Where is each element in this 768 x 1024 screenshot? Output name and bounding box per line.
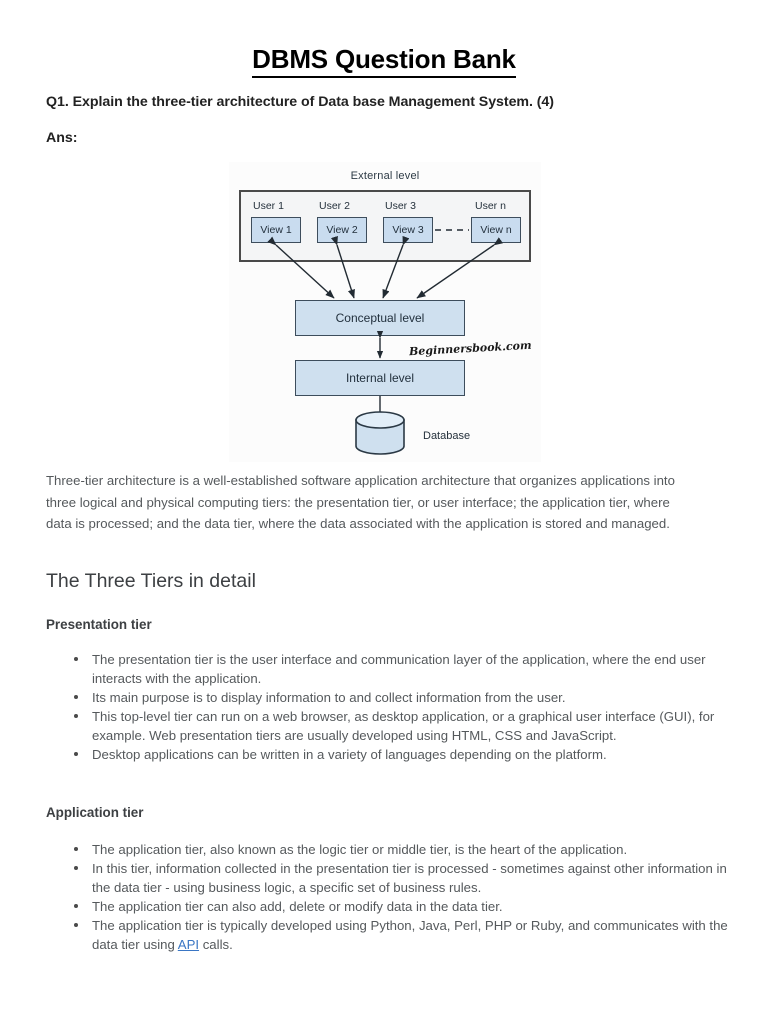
list-item-with-link: The application tier is typically develo… [70, 916, 730, 954]
architecture-figure: External level User 1 User 2 User 3 User… [229, 162, 541, 462]
api-link[interactable]: API [177, 937, 200, 952]
page-title: DBMS Question Bank [46, 44, 722, 78]
view-box-n: View n [471, 217, 521, 243]
answer-label: Ans: [46, 130, 78, 146]
database-label: Database [423, 430, 471, 442]
user-label-2: User 2 [319, 200, 350, 212]
section-heading: The Three Tiers in detail [46, 570, 256, 592]
bullet-text-prefix: The application tier is typically develo… [92, 918, 728, 952]
subheading-presentation-tier: Presentation tier [46, 617, 152, 632]
view-box-3: View 3 [383, 217, 433, 243]
list-item: Its main purpose is to display informati… [70, 688, 730, 707]
page-title-text: DBMS Question Bank [252, 44, 516, 78]
figure-watermark: Beginnersbook.com [408, 338, 532, 359]
figure-external-level-caption: External level [350, 170, 420, 182]
list-item: The application tier can also add, delet… [70, 897, 730, 916]
bullet-text-suffix: calls. [199, 937, 233, 952]
view-box-1: View 1 [251, 217, 301, 243]
list-item: The application tier, also known as the … [70, 840, 730, 859]
list-item: In this tier, information collected in t… [70, 859, 730, 897]
list-item: This top-level tier can run on a web bro… [70, 707, 730, 745]
list-item: Desktop applications can be written in a… [70, 745, 730, 764]
conceptual-level-box: Conceptual level [295, 300, 465, 336]
question-text: Q1. Explain the three-tier architecture … [46, 94, 554, 110]
internal-level-box: Internal level [295, 360, 465, 396]
intro-paragraph: Three-tier architecture is a well-establ… [46, 473, 675, 531]
subheading-application-tier: Application tier [46, 805, 144, 820]
user-label-3: User 3 [385, 200, 416, 212]
application-tier-bullet-list: The application tier, also known as the … [70, 840, 730, 954]
user-label-n: User n [475, 200, 506, 212]
user-label-1: User 1 [253, 200, 284, 212]
list-item: The presentation tier is the user interf… [70, 650, 730, 688]
view-box-2: View 2 [317, 217, 367, 243]
presentation-tier-bullet-list: The presentation tier is the user interf… [70, 650, 730, 764]
